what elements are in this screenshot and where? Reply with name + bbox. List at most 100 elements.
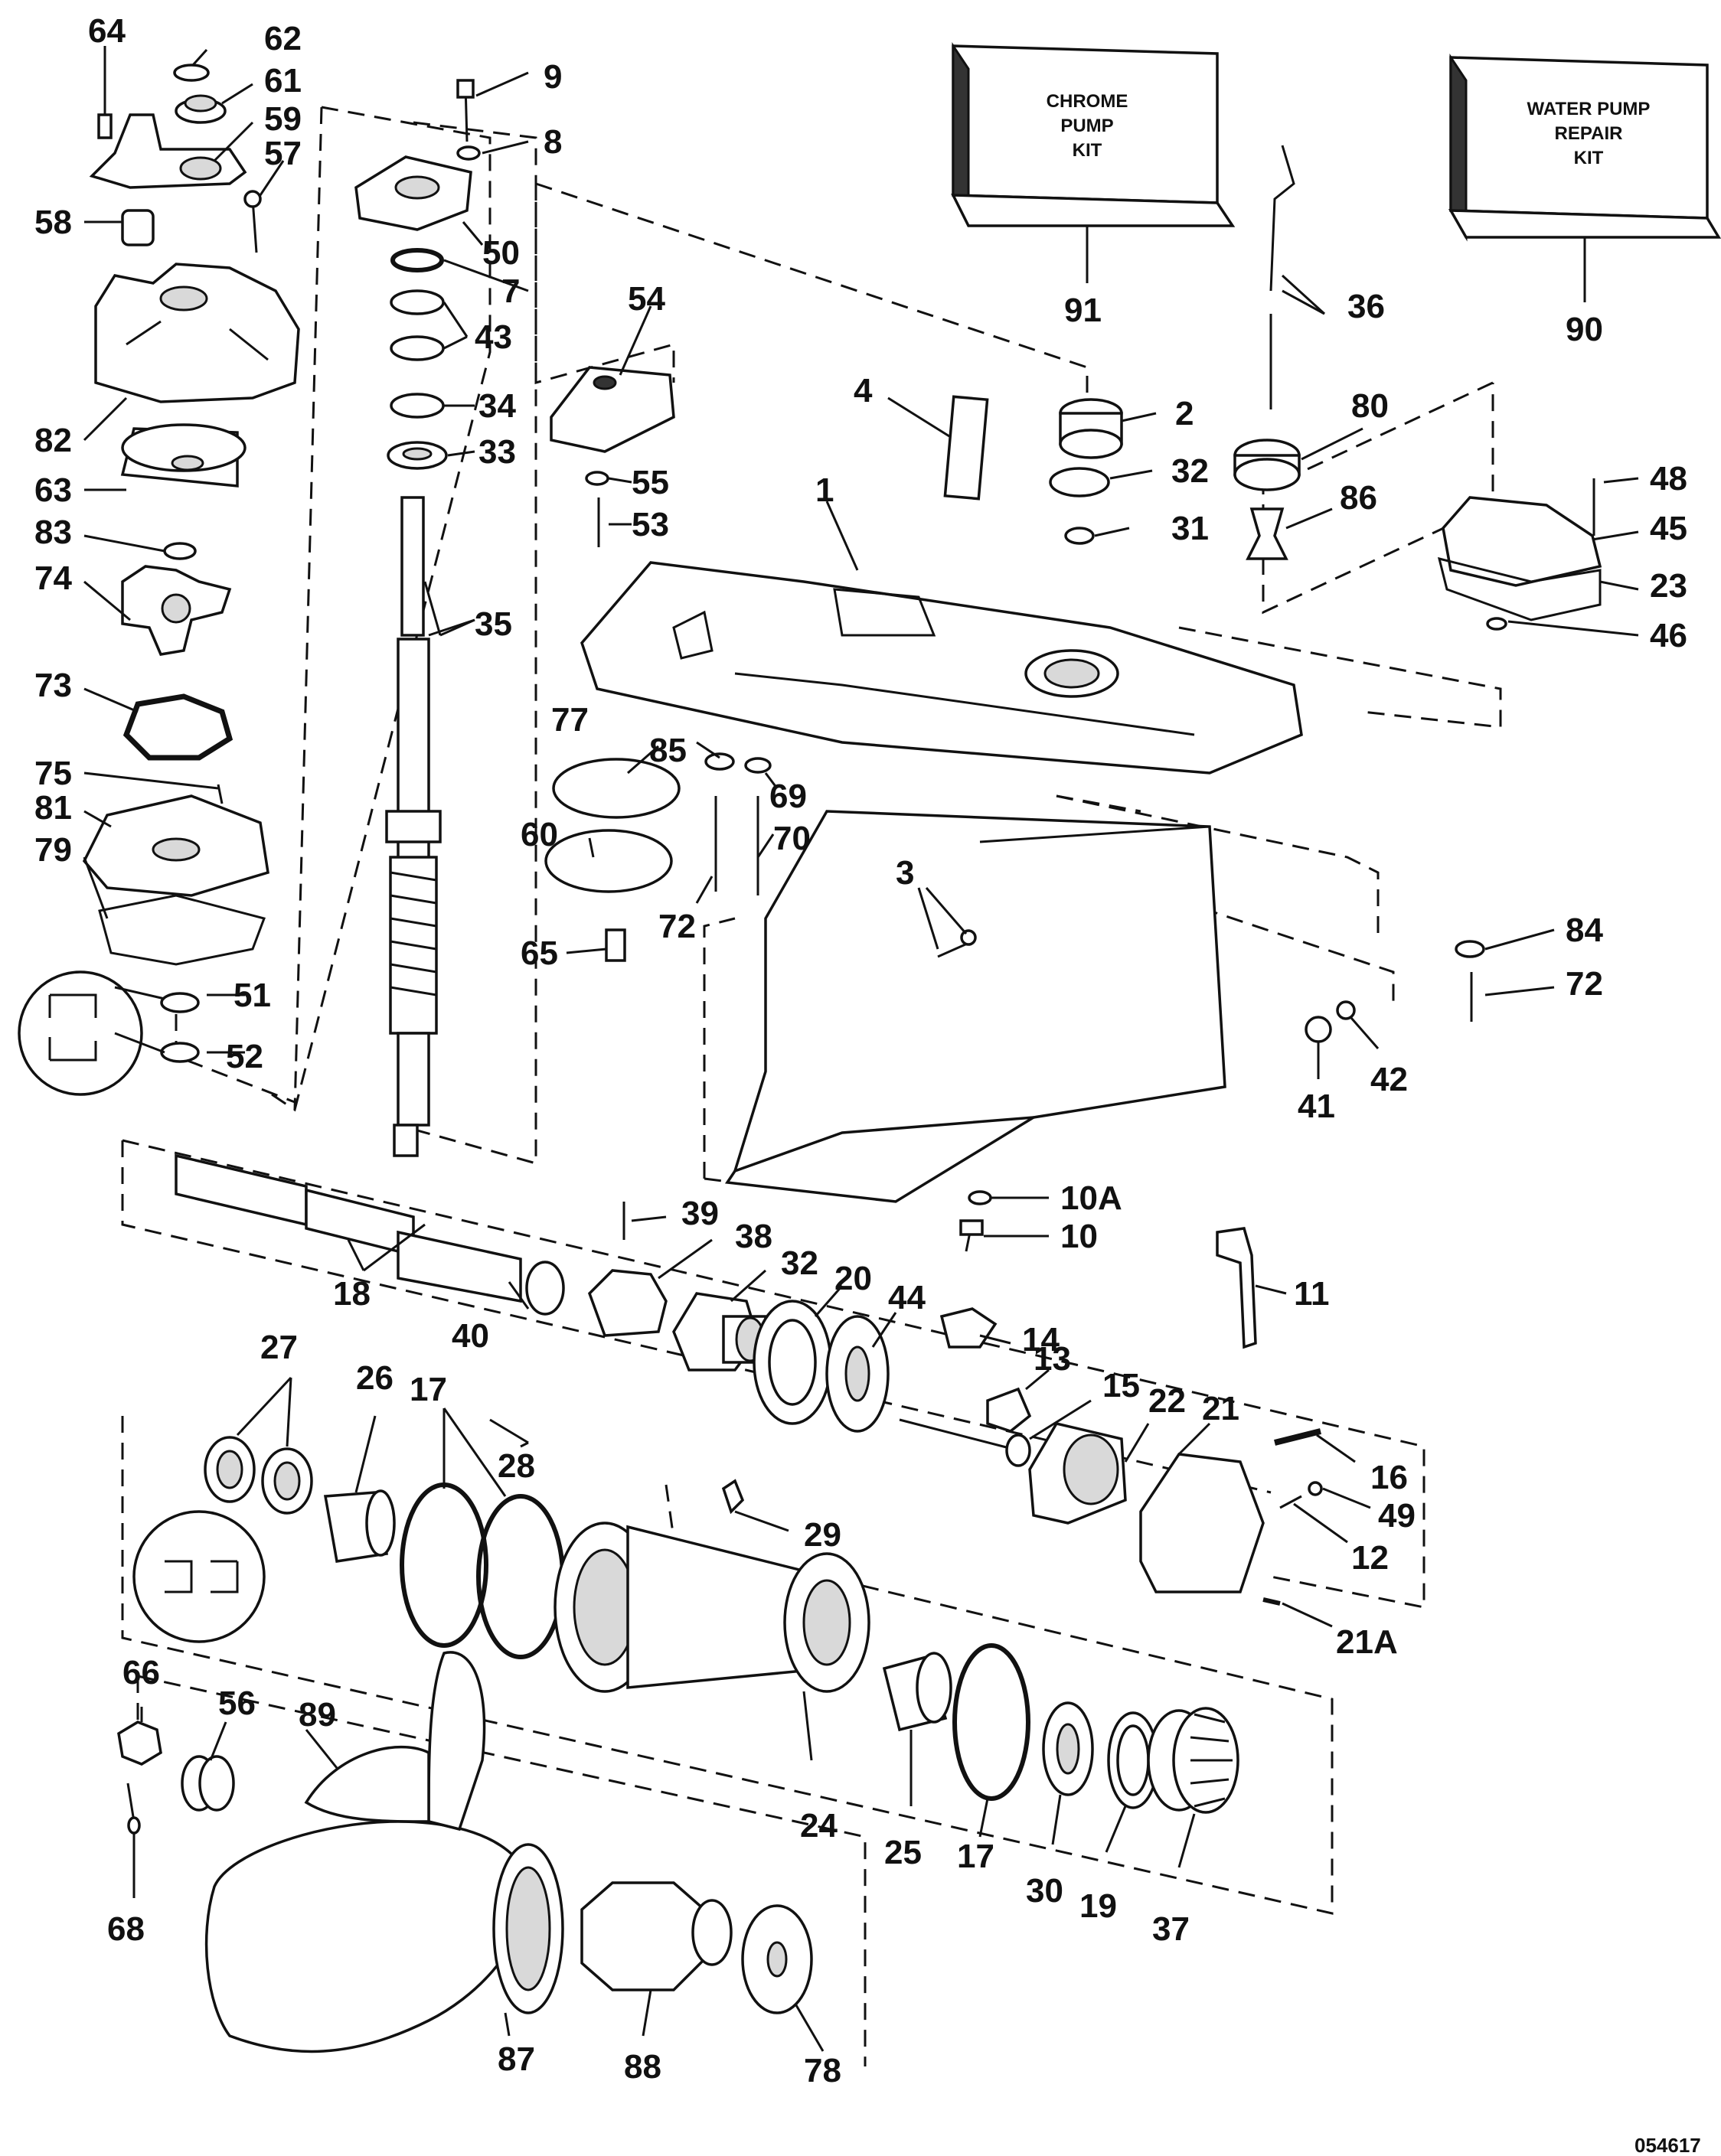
- callout-12: 12: [1351, 1539, 1389, 1577]
- callout-37: 37: [1152, 1910, 1190, 1948]
- chrome-pump-kit-line-1: CHROME: [1047, 91, 1128, 112]
- callout-50: 50: [482, 234, 520, 272]
- callout-31: 31: [1171, 510, 1209, 547]
- callout-55: 55: [632, 464, 669, 501]
- callout-53: 53: [632, 506, 669, 543]
- callout-25: 25: [884, 1834, 922, 1871]
- callout-78: 78: [804, 2052, 841, 2089]
- callout-46: 46: [1650, 617, 1687, 654]
- callout-90: 90: [1566, 311, 1603, 348]
- callout-66: 66: [122, 1654, 160, 1691]
- callout-86: 86: [1340, 479, 1377, 517]
- chrome-pump-kit-line-2: PUMP: [1060, 116, 1113, 136]
- gearcase-housing: [544, 366, 1303, 1252]
- callout-65: 65: [521, 934, 558, 972]
- water-pump-repair-kit-box: WATER PUMP REPAIR KIT 90: [1448, 54, 1721, 348]
- callout-54: 54: [628, 280, 665, 318]
- callout-89: 89: [299, 1696, 336, 1734]
- chrome-pump-kit-line-3: KIT: [1073, 140, 1102, 161]
- callout-32-lower: 32: [781, 1244, 818, 1282]
- callout-18: 18: [333, 1275, 371, 1313]
- callout-72-right: 72: [1566, 965, 1603, 1003]
- callout-48: 48: [1650, 460, 1687, 497]
- callout-43: 43: [475, 318, 512, 356]
- leader-lines: [83, 46, 1639, 2052]
- callout-42: 42: [1370, 1061, 1408, 1098]
- callout-10A: 10A: [1060, 1179, 1122, 1217]
- callout-59: 59: [264, 100, 302, 138]
- water-pump-parts: [18, 64, 300, 1096]
- callout-69: 69: [769, 778, 807, 815]
- callout-45: 45: [1650, 510, 1687, 547]
- callout-23: 23: [1650, 567, 1687, 605]
- callout-60: 60: [521, 816, 558, 853]
- callout-32-upper: 32: [1171, 452, 1209, 490]
- callout-27: 27: [260, 1329, 298, 1366]
- callout-41: 41: [1298, 1088, 1335, 1125]
- callout-68: 68: [107, 1910, 145, 1948]
- callout-51: 51: [233, 977, 271, 1014]
- water-pump-kit-line-1: WATER PUMP: [1527, 99, 1651, 119]
- callout-85: 85: [649, 732, 687, 769]
- callout-17-right: 17: [957, 1838, 994, 1875]
- callout-79: 79: [34, 831, 72, 869]
- callout-35: 35: [475, 605, 512, 643]
- callout-28: 28: [498, 1447, 535, 1485]
- callout-38: 38: [735, 1218, 772, 1255]
- callout-87: 87: [498, 2040, 535, 2078]
- callout-62: 62: [264, 20, 302, 57]
- callout-82: 82: [34, 422, 72, 459]
- callout-numbers: 64 62 61 59 57 58 82 63 83 74 73 75 81 7…: [34, 12, 1687, 2089]
- callout-3: 3: [896, 854, 914, 892]
- callout-56: 56: [218, 1685, 256, 1722]
- bearing-housing-parts: [132, 1418, 1239, 1814]
- callout-84: 84: [1566, 912, 1603, 949]
- callout-33: 33: [478, 433, 516, 471]
- callout-22: 22: [1148, 1382, 1186, 1420]
- callout-26: 26: [356, 1359, 394, 1397]
- callout-74: 74: [34, 559, 72, 597]
- callout-16: 16: [1370, 1459, 1408, 1496]
- callout-19: 19: [1079, 1887, 1117, 1925]
- callout-75: 75: [34, 755, 72, 792]
- callout-29: 29: [804, 1516, 841, 1554]
- reference-code: 054617: [1634, 2134, 1701, 2156]
- callout-24: 24: [800, 1807, 838, 1845]
- callout-70: 70: [773, 820, 811, 857]
- callout-52: 52: [226, 1038, 263, 1075]
- callout-17-left: 17: [410, 1371, 447, 1408]
- callout-88: 88: [624, 2048, 661, 2086]
- callout-91: 91: [1064, 292, 1102, 329]
- chrome-pump-kit-box: CHROME PUMP KIT 91: [951, 42, 1236, 329]
- callout-8: 8: [544, 123, 562, 161]
- propeller-parts: [117, 1651, 813, 2053]
- callout-20: 20: [834, 1260, 872, 1297]
- callout-2: 2: [1175, 395, 1194, 432]
- callout-58: 58: [34, 204, 72, 241]
- callout-4: 4: [854, 372, 873, 409]
- water-pump-kit-line-3: KIT: [1574, 148, 1604, 168]
- callout-1: 1: [815, 471, 834, 509]
- callout-40: 40: [452, 1317, 489, 1355]
- callout-13: 13: [1034, 1340, 1071, 1378]
- callout-81: 81: [34, 789, 72, 827]
- callout-83: 83: [34, 514, 72, 551]
- callout-21A: 21A: [1336, 1623, 1398, 1661]
- callout-80: 80: [1351, 387, 1389, 425]
- callout-36: 36: [1347, 288, 1385, 325]
- callout-73: 73: [34, 667, 72, 704]
- callout-21: 21: [1202, 1390, 1239, 1427]
- shift-and-housing-parts: [1233, 145, 1602, 1043]
- propeller-shaft-parts: [175, 1153, 1323, 1606]
- callout-10: 10: [1060, 1218, 1098, 1255]
- callout-44: 44: [888, 1279, 926, 1316]
- callout-9: 9: [544, 58, 562, 96]
- callout-61: 61: [264, 62, 302, 99]
- callout-11: 11: [1294, 1275, 1330, 1313]
- callout-64: 64: [88, 12, 126, 50]
- water-pump-kit-line-2: REPAIR: [1555, 123, 1623, 144]
- callout-30: 30: [1026, 1872, 1063, 1910]
- callout-77: 77: [551, 701, 589, 739]
- callout-72-mid: 72: [658, 908, 696, 945]
